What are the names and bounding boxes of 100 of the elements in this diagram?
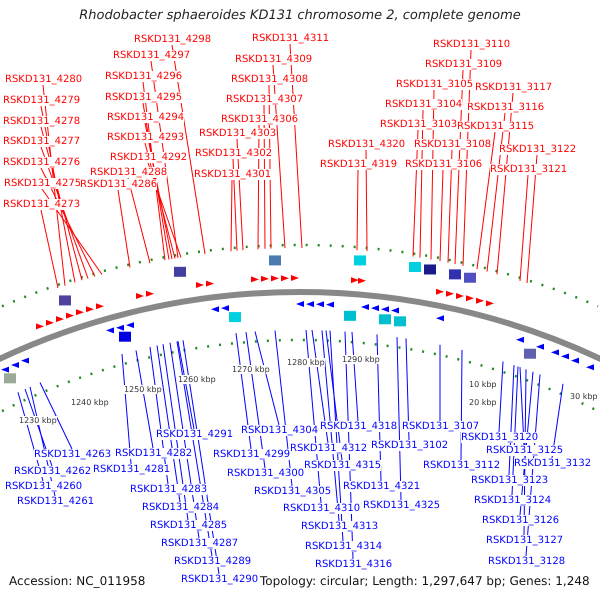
- gene-label: RSKD131_3110: [433, 39, 510, 50]
- gene-label: RSKD131_3115: [457, 121, 534, 132]
- gene-label: RSKD131_4292: [110, 152, 188, 163]
- gene-label: RSKD131_4294: [107, 112, 184, 123]
- gene-label: RSKD131_4306: [221, 114, 298, 125]
- scale-label: 1240 kbp: [71, 398, 109, 407]
- gene-label: RSKD131_4273: [3, 199, 80, 210]
- gene-label: RSKD131_4278: [3, 116, 80, 127]
- gene-label: RSKD131_3121: [490, 164, 568, 175]
- gene-label: RSKD131_4275: [4, 178, 82, 189]
- gene-label: RSKD131_4311: [252, 33, 330, 44]
- leader-line: [498, 361, 504, 432]
- gene-label: RSKD131_3125: [486, 445, 564, 456]
- gene-label: RSKD131_4262: [14, 466, 92, 477]
- gene-label: RSKD131_3107: [402, 421, 480, 432]
- leader-line: [356, 170, 358, 251]
- gene-label: RSKD131_4296: [105, 71, 182, 82]
- gene-label: RSKD131_4304: [241, 425, 318, 436]
- gene-label: RSKD131_3123: [471, 475, 548, 486]
- scale-label: 20 kbp: [469, 398, 497, 407]
- gene-label: RSKD131_4283: [130, 484, 208, 495]
- leader-line: [520, 366, 524, 446]
- gene-label: RSKD131_4286: [80, 179, 158, 190]
- scale-label: 1230 kbp: [19, 416, 57, 425]
- gene-label: RSKD131_4300: [227, 468, 304, 479]
- leader-line: [232, 158, 238, 252]
- gene-label: RSKD131_4299: [213, 449, 290, 460]
- footer-text: Topology: circular; Length: 1,297,647 bp; Genes: 1,248: [260, 574, 590, 588]
- gene-label: RSKD131_4293: [107, 132, 184, 143]
- leader-line: [520, 174, 528, 282]
- leader-line: [448, 150, 452, 264]
- gene-label: RSKD131_3116: [467, 102, 544, 113]
- gene-label: RSKD131_3132: [514, 458, 592, 469]
- gene-label: RSKD131_4313: [301, 521, 378, 532]
- gene-label: RSKD131_4282: [115, 448, 192, 459]
- leader-line: [254, 331, 280, 426]
- gene-label: RSKD131_4289: [174, 556, 252, 567]
- leader-line: [352, 332, 358, 422]
- gene-label: RSKD131_3117: [475, 82, 552, 93]
- gene-label: RSKD131_3103: [380, 119, 458, 130]
- gene-label: RSKD131_4325: [363, 500, 440, 511]
- leader-line: [118, 190, 130, 268]
- title: Rhodobacter sphaeroides KD131 chromosome 2, complete genome: [78, 8, 522, 23]
- leader-line: [136, 350, 154, 448]
- gene-label: RSKD131_4308: [231, 74, 308, 85]
- gene-label: RSKD131_3109: [425, 59, 502, 70]
- gene-label: RSKD131_3122: [499, 144, 576, 155]
- leader-line: [128, 178, 150, 264]
- gene-label: RSKD131_4316: [315, 559, 392, 570]
- gene-label: RSKD131_4307: [226, 94, 304, 105]
- gene-label: RSKD131_4321: [343, 481, 420, 492]
- scale-label: 1270 kbp: [232, 365, 270, 374]
- gene-label: RSKD131_4302: [195, 148, 272, 159]
- gene-label: RSKD131_4314: [305, 541, 382, 552]
- gene-label: RSKD131_4263: [34, 449, 112, 460]
- leader-line: [396, 336, 402, 500]
- scale-label: 1290 kbp: [342, 355, 380, 364]
- gene-label: RSKD131_3120: [461, 432, 538, 443]
- gene-label: RSKD131_4261: [17, 496, 94, 507]
- gene-label: RSKD131_3106: [405, 159, 482, 170]
- gene-label: RSKD131_4295: [105, 92, 182, 103]
- gene-label: RSKD131_3112: [423, 460, 500, 471]
- gene-label: RSKD131_4276: [3, 157, 80, 168]
- scale-label: 1250 kbp: [124, 385, 162, 394]
- gene-label: RSKD131_3124: [474, 495, 552, 506]
- gene-label: RSKD131_3104: [385, 99, 462, 110]
- leader-line: [406, 338, 410, 440]
- gene-label: RSKD131_4301: [194, 169, 272, 180]
- gene-label: RSKD131_4305: [254, 486, 332, 497]
- gene-label: RSKD131_4290: [181, 574, 258, 585]
- leader-line: [40, 382, 72, 450]
- scale-label: 10 kbp: [469, 380, 497, 389]
- gene-label: RSKD131_4319: [320, 159, 398, 170]
- scale-label: 1260 kbp: [178, 375, 216, 384]
- gene-label: RSKD131_4310: [283, 503, 360, 514]
- gene-label: RSKD131_4309: [235, 54, 312, 65]
- leader-line: [476, 132, 496, 270]
- gene-label: RSKD131_4315: [304, 460, 382, 471]
- leader-line: [230, 180, 232, 252]
- gene-label: RSKD131_4303: [199, 128, 276, 139]
- gene-label: RSKD131_4284: [142, 502, 220, 513]
- gene-label: RSKD131_4280: [5, 74, 82, 85]
- gene-label: RSKD131_4318: [320, 421, 398, 432]
- gene-label: RSKD131_3105: [396, 79, 474, 90]
- leader-line: [40, 210, 58, 288]
- gene-label: RSKD131_3108: [414, 139, 492, 150]
- gene-label: RSKD131_3102: [371, 440, 448, 451]
- footer-text: Accession: NC_011958: [9, 574, 146, 588]
- gene-label: RSKD131_4260: [5, 481, 82, 492]
- gene-label: RSKD131_4277: [3, 136, 80, 147]
- gene-label: RSKD131_3127: [486, 535, 564, 546]
- leader-line: [440, 170, 444, 262]
- gene-label: RSKD131_4288: [90, 167, 168, 178]
- gene-label: RSKD131_3126: [482, 515, 560, 526]
- scale-label: 1280 kbp: [287, 358, 325, 367]
- leader-line: [366, 150, 368, 252]
- leader-line: [42, 188, 102, 275]
- leader-line: [178, 340, 194, 430]
- leader-line: [460, 349, 462, 460]
- leader-line: [526, 154, 538, 284]
